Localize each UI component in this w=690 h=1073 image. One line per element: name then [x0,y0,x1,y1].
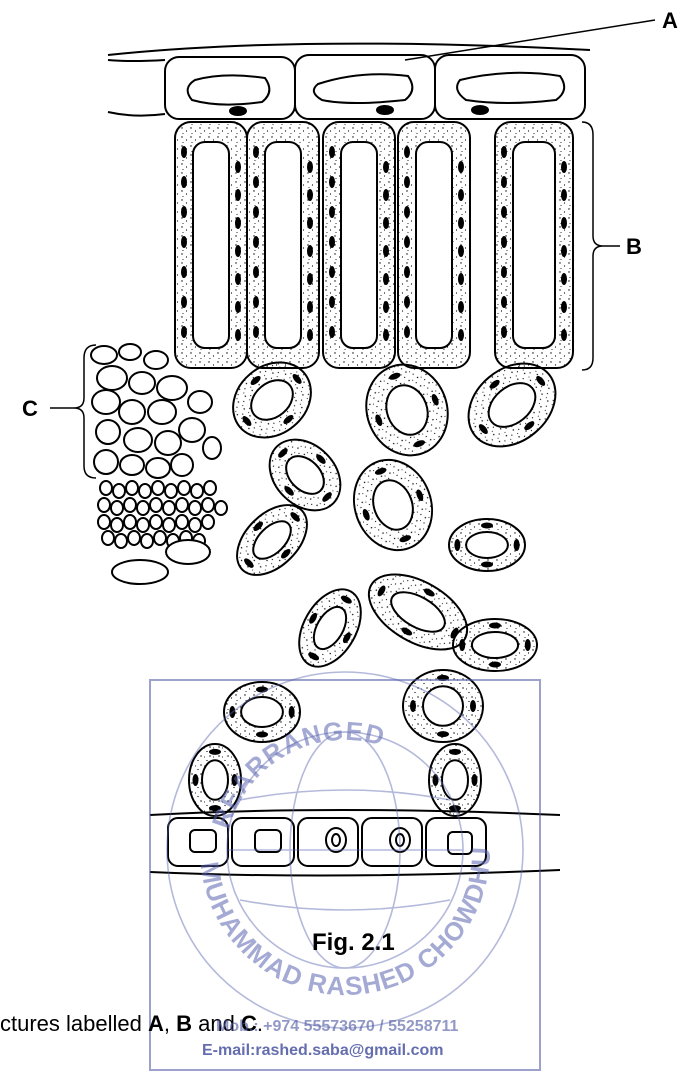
bundle-cell [120,455,144,475]
xylem-cell [111,518,123,532]
xylem-cell [204,481,216,495]
xylem-cell [152,481,164,495]
bundle-cell [179,418,205,442]
watermark-top-arc: REARRANGED [206,716,388,832]
xylem-cell [126,481,138,495]
xylem-cell [98,515,110,529]
spongy-cell [453,619,537,671]
xylem-cell [202,498,214,512]
palisade-cell [247,122,319,368]
xylem-cell [102,531,114,545]
xylem-cell [189,518,201,532]
watermark-email: E-mail:rashed.saba@gmail.com [202,1042,443,1059]
upper-epidermis [108,44,590,119]
label-a-group: A [405,8,678,60]
bundle-cell [129,372,155,394]
xylem-cell [124,498,136,512]
bundle-sheath-cell [112,560,168,584]
xylem-cell [100,481,112,495]
xylem-cell [137,518,149,532]
bundle-cell [119,344,141,360]
label-b-bracket [582,122,603,370]
xylem-cell [154,531,166,545]
xylem-cell [139,484,151,498]
watermark-phone: Mob.: +974 55573670 / 55258711 [216,1018,459,1035]
spongy-cell [342,449,445,561]
palisade-cell [495,122,573,368]
bundle-cell [91,346,117,364]
bundle-cell [119,400,145,424]
xylem-cell [191,484,203,498]
label-c: C [22,396,38,421]
xylem-cell [163,501,175,515]
label-b-group: B [582,122,642,370]
bundle-cell [146,458,170,478]
xylem-cell [176,515,188,529]
figure-caption: Fig. 2.1 [312,929,395,956]
bundle-cell [97,366,127,390]
label-b: B [626,234,642,259]
spongy-cell [449,519,525,571]
xylem-cell [178,481,190,495]
bundle-cell [171,454,193,476]
xylem-cell [111,501,123,515]
xylem-cell [128,531,140,545]
spongy-cell [286,579,373,678]
xylem-cell [137,501,149,515]
palisade-cell [175,122,247,368]
xylem-cell [202,515,214,529]
bundle-cell [157,376,187,400]
bundle-cell [144,351,168,369]
xylem-cell [124,515,136,529]
xylem-cell [163,518,175,532]
xylem-cell [176,498,188,512]
xylem-cell [98,498,110,512]
xylem-cell [115,534,127,548]
bundle-cell [124,428,152,452]
bundle-cell [155,431,181,455]
xylem-cell [150,498,162,512]
label-c-group: C [22,345,96,478]
bundle-sheath-cell [166,540,210,564]
xylem-cell [141,534,153,548]
vascular-bundle [91,344,227,584]
bundle-cell [96,420,120,444]
bundle-cell [92,390,120,414]
bundle-cell [203,437,221,459]
label-a: A [662,8,678,33]
bundle-cell [94,450,118,474]
bundle-cell [148,400,176,424]
xylem-cell [150,515,162,529]
palisade-layer [175,122,573,368]
label-c-bracket [74,345,96,478]
xylem-cell [165,484,177,498]
palisade-cell [323,122,395,368]
xylem-cell [189,501,201,515]
bundle-cell [188,391,212,413]
xylem-cell [215,501,227,515]
xylem-cell [113,484,125,498]
spongy-cell [354,353,461,467]
palisade-cell [398,122,470,368]
